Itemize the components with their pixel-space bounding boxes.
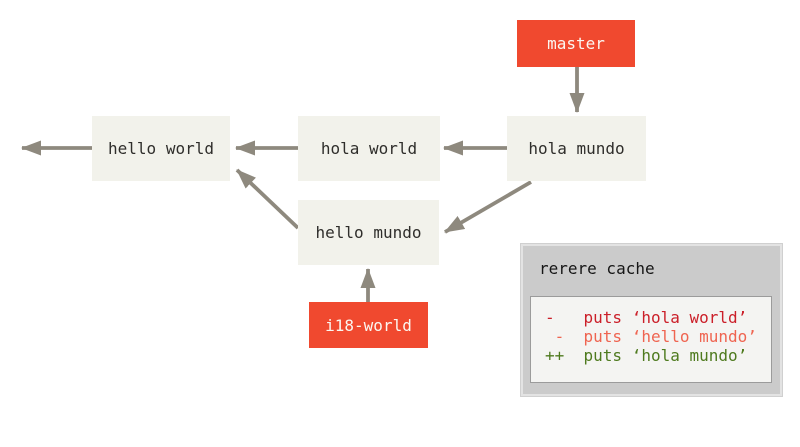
diff-line-added: ++ puts ‘hola mundo’ (545, 346, 748, 365)
diff-line-removed-theirs: - puts ‘hola world’ (545, 308, 748, 327)
rerere-cache-title: rerere cache (539, 259, 655, 278)
commit-node-hola-mundo: hola mundo (507, 116, 646, 181)
branch-label-master: master (547, 34, 605, 53)
edge-hello-mundo-to-hello-world (235, 168, 300, 230)
branch-label-i18-world: i18-world (325, 315, 412, 335)
commit-node-hola-world: hola world (298, 116, 440, 181)
commit-label-hello-world: hello world (108, 139, 214, 158)
rerere-cache-diff-box: - puts ‘hola world’ - puts ‘hello mundo’… (530, 296, 772, 383)
commit-node-hello-mundo: hello mundo (298, 200, 439, 265)
commit-label-hello-mundo: hello mundo (315, 223, 422, 242)
commit-node-hello-world: hello world (92, 116, 230, 181)
edge-hola-mundo-to-hello-mundo (444, 180, 532, 234)
branch-box-master: master (517, 20, 635, 67)
branch-box-i18-world: i18-world (309, 302, 428, 348)
commit-label-hola-world: hola world (320, 139, 418, 158)
rerere-cache-panel: rerere cache - puts ‘hola world’ - puts … (521, 244, 782, 396)
diff-line-removed-ours: - puts ‘hello mundo’ (545, 327, 757, 346)
commit-label-hola-mundo: hola mundo (528, 139, 625, 158)
